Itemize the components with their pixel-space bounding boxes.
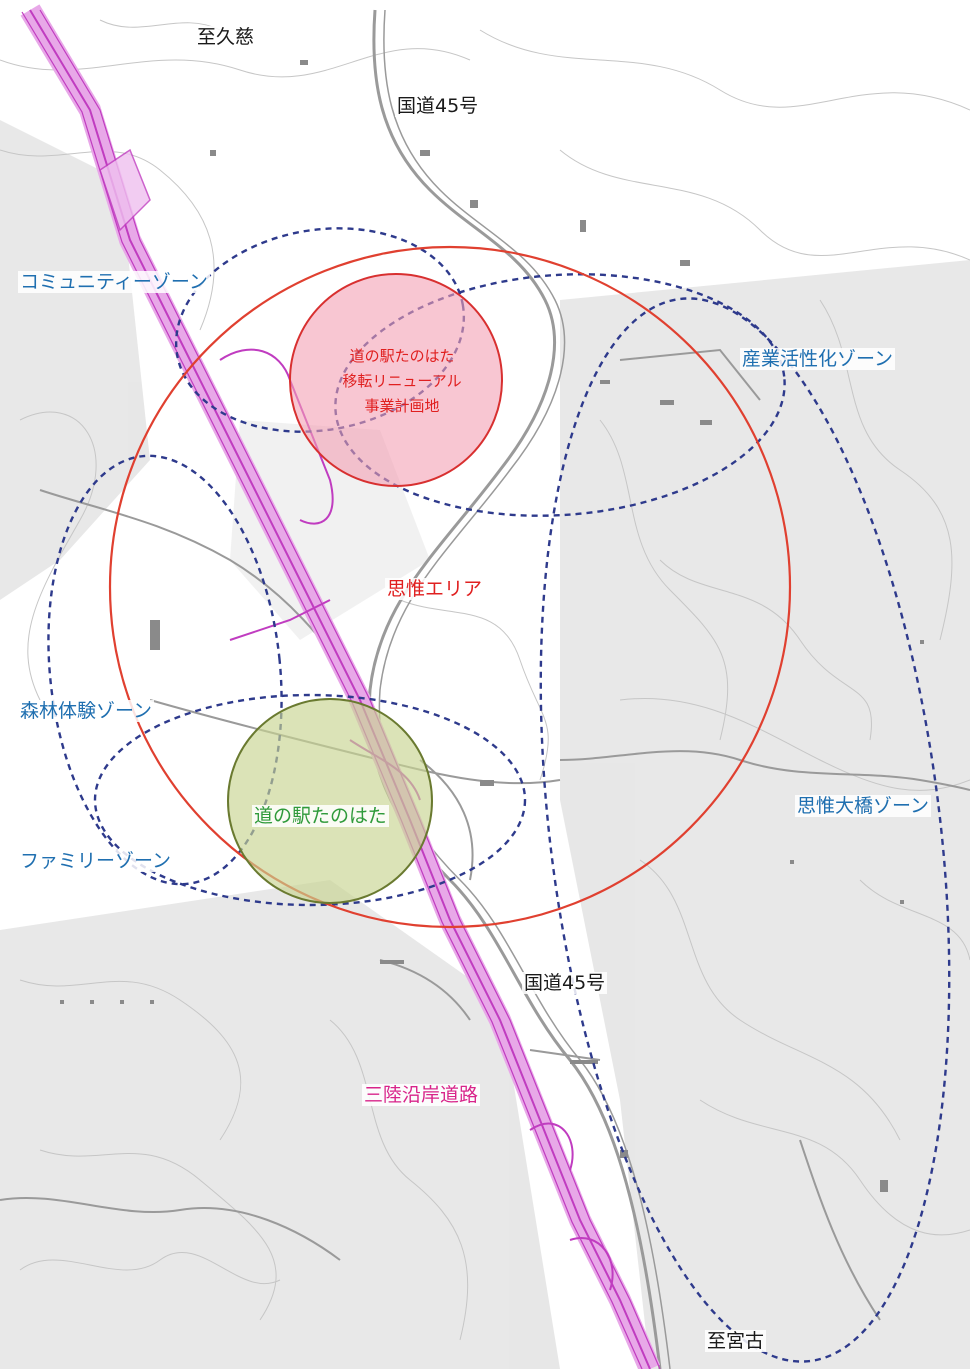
label-to-miyako: 至宮古 (705, 1330, 767, 1352)
label-michinoeki: 道の駅たのはた (252, 805, 389, 827)
label-shii-area: 思惟エリア (385, 578, 485, 600)
forest-zone-outline (47, 454, 283, 886)
label-forest-zone: 森林体験ゾーン (18, 700, 155, 722)
map-symbols (60, 60, 924, 1192)
label-route45-south: 国道45号 (522, 972, 608, 994)
label-industry-zone: 産業活性化ゾーン (740, 348, 896, 370)
label-relocation-line2: 移転リニューアル (342, 372, 462, 390)
family-zone-outline (93, 693, 527, 907)
label-shii-bridge-zone: 思惟大橋ゾーン (795, 795, 932, 817)
label-relocation-line1: 道の駅たのはた (349, 347, 455, 365)
label-community-zone: コミュニティーゾーン (18, 271, 210, 293)
relocation-site-circle (289, 273, 503, 487)
label-to-kuji: 至久慈 (195, 26, 257, 48)
shii-bridge-zone-outline (539, 297, 951, 1363)
shii-area-circle (108, 245, 792, 929)
michinoeki-circle (227, 698, 433, 904)
terrain-shading (0, 120, 970, 1369)
contour-lines (0, 19, 970, 1341)
label-family-zone: ファミリーゾーン (18, 850, 174, 872)
label-route45-north: 国道45号 (395, 95, 481, 117)
label-relocation-line3: 事業計画地 (364, 397, 440, 415)
label-sanriku-road: 三陸沿岸道路 (362, 1084, 481, 1106)
